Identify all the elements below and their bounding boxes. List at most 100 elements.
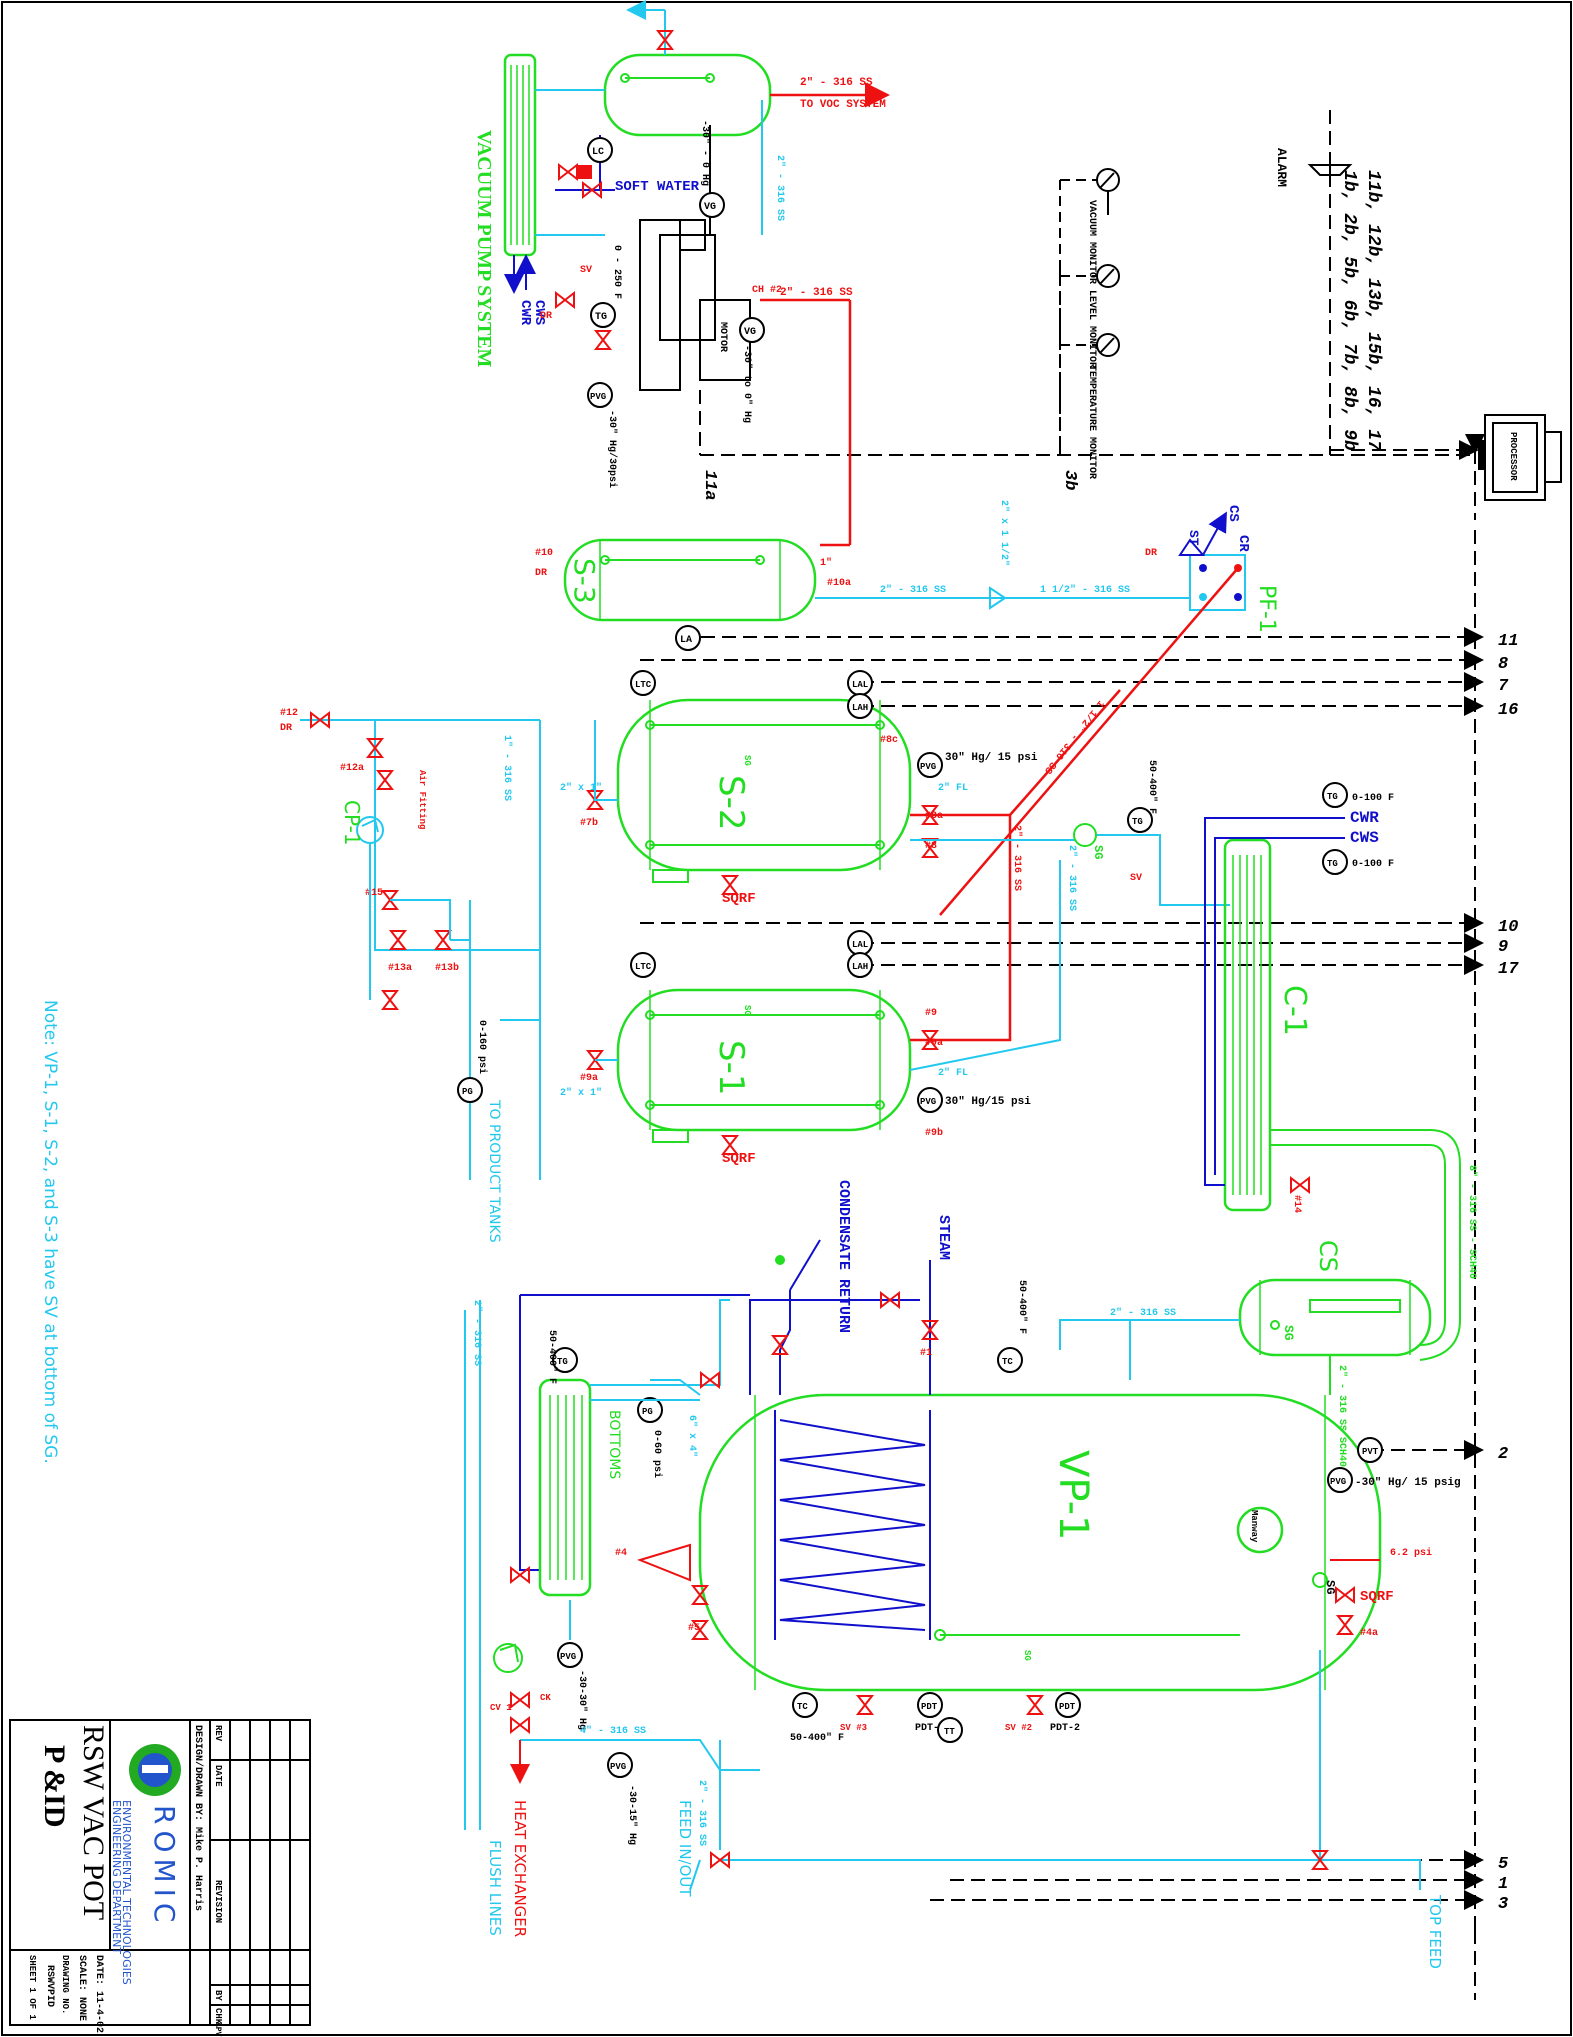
pvg-30-range: -30" Hg/30psi — [606, 410, 618, 488]
vp1-sight-glass — [1312, 1572, 1328, 1588]
steam-trap — [1178, 538, 1206, 556]
tb-chk: CHK — [213, 2008, 223, 2025]
s1-sg-label: SG — [742, 1005, 752, 1016]
signal-17: 17 — [1498, 960, 1519, 979]
drawing-title-1: RSW VAC POT — [77, 1725, 110, 1920]
vac-sv-tag: SV — [580, 265, 592, 276]
cs-pf-label: CS — [1225, 505, 1241, 522]
pipe-2in-feed: 2" - 316 SS — [696, 1780, 708, 1846]
alarm-list-1: 1b, 2b, 5b, 6b, 7b, 8b, 9b — [1339, 170, 1359, 451]
voc-separator-vessel — [603, 53, 772, 137]
vp1-tc-top: TC — [997, 1347, 1023, 1373]
separator-s2: S-2 — [616, 698, 912, 883]
s1-reducer-label: 2" x 1" — [560, 1087, 602, 1099]
tc-50400-top: 50-400" F — [1016, 1280, 1028, 1334]
valve-14[interactable] — [1290, 1177, 1310, 1193]
ck-tag: CK — [540, 1693, 551, 1703]
svg-text:CS: CS — [1314, 1240, 1342, 1272]
svg-text:TG: TG — [595, 312, 607, 323]
valve-10a-tag: #10a — [827, 578, 851, 589]
signal-11a: 11a — [700, 470, 719, 501]
vacuum-cooler — [503, 53, 537, 257]
tg-s2-in: TG — [1127, 807, 1153, 833]
reducer-2x1-5-label: 2" x 1 1/2" — [998, 500, 1010, 566]
svg-text:LAH: LAH — [852, 962, 868, 972]
valve-13a[interactable] — [390, 930, 406, 950]
vp1-sqrf-valve[interactable] — [1335, 1587, 1355, 1603]
pg-0160-range: 0-160 psi — [476, 1020, 488, 1074]
svg-text:PG: PG — [462, 1087, 473, 1097]
svg-text:LA: LA — [680, 635, 692, 646]
valve-9a-tag: #9a — [580, 1073, 598, 1084]
vp1-pvt: PVT — [1357, 1437, 1383, 1463]
signal-1: 1 — [1498, 1875, 1508, 1894]
vac-dr-tag: DR — [540, 311, 552, 322]
svg-text:LAL: LAL — [852, 940, 868, 950]
vp1-pvg: PVG — [1327, 1467, 1353, 1493]
signal-3b: 3b — [1060, 470, 1079, 490]
hx-valve-b[interactable] — [510, 1717, 530, 1733]
s1-ltc: LTC — [630, 952, 656, 978]
valve-drain-low[interactable] — [382, 990, 398, 1010]
vacuum-gauge-30to0: VG — [739, 317, 765, 343]
tb-drawing-no-label: DRAWING NO. — [60, 1955, 70, 2014]
steam-label: STEAM — [935, 1215, 952, 1260]
vac-drain-valve[interactable] — [555, 292, 575, 308]
tg-0250-range: 0 - 250 F — [611, 245, 622, 299]
svg-text:S-1: S-1 — [711, 1040, 751, 1095]
vac-sv-valve[interactable] — [595, 330, 611, 350]
temp-gauge-vac: TG — [590, 302, 616, 328]
s1-lah: LAH — [847, 952, 873, 978]
sv-3[interactable] — [857, 1695, 873, 1715]
c1-sv-tag: SV — [1130, 873, 1142, 884]
vacuum-pot-vp1: VP-1 — [698, 1393, 1382, 1692]
note-text: Note: VP-1, S-1, S-2, and S-3 have SV at… — [40, 1000, 60, 1464]
pipe-1in-s3: 1" — [820, 557, 832, 569]
pipe-1in-316ss: 1" - 316 SS — [501, 735, 513, 801]
valve-13a-tag: #13a — [388, 963, 412, 974]
valve-13b[interactable] — [435, 930, 451, 950]
valve-7b-tag: #7b — [580, 817, 598, 829]
cp1-label: CP-1 — [340, 800, 364, 846]
svg-text:LAL: LAL — [852, 680, 868, 690]
vacuum-pump-skid: MOTOR — [639, 219, 751, 391]
separator-s3: S-3 — [563, 538, 817, 622]
motor-label: MOTOR — [717, 322, 728, 352]
signal-3: 3 — [1498, 1895, 1508, 1914]
tb-sheet: SHEET 1 OF 1 — [27, 1955, 37, 2020]
vac-cwr-label: CWR — [517, 300, 533, 326]
valve-4a[interactable] — [1337, 1615, 1353, 1635]
bottoms-outlet-valve[interactable] — [636, 1543, 691, 1582]
vp1-sg-tag: SG — [1323, 1580, 1337, 1594]
s1-pvg: PVG — [917, 1087, 943, 1113]
svg-text:S-3: S-3 — [568, 558, 601, 604]
pipe-4in-316ss: 4" - 316 SS — [580, 1725, 646, 1737]
c1-cws-label: CWS — [1350, 829, 1379, 847]
svg-text:PDT: PDT — [921, 1702, 938, 1712]
valve-8a-tag: #8a — [925, 811, 943, 822]
svg-text:Manway: Manway — [1249, 1510, 1259, 1543]
signal-10: 10 — [1498, 918, 1518, 937]
feed-in-out-label: FEED IN/OUT — [676, 1800, 694, 1897]
signal-5: 5 — [1498, 1855, 1508, 1874]
pipe-2in-316ss-s3: 2" - 316 SS — [780, 287, 853, 299]
tb-date-value: DATE: 11-4-02 — [93, 1955, 104, 2033]
hx-valve-a[interactable] — [510, 1692, 530, 1708]
svg-text:PG: PG — [642, 1407, 653, 1417]
level-controller: LC — [587, 137, 613, 163]
sv-2[interactable] — [1027, 1695, 1043, 1715]
condensate-trap-icon — [775, 1255, 785, 1265]
valve-5-tag: #5 — [688, 1623, 700, 1634]
condensate-return-label: CONDENSATE RETURN — [835, 1180, 852, 1333]
air-fitting-valve[interactable] — [377, 770, 393, 790]
soft-water-valve[interactable] — [558, 164, 578, 180]
svg-text:LTC: LTC — [635, 680, 652, 690]
valve-12-tag: #12 — [280, 708, 298, 719]
s2-sqrf-label: SQRF — [722, 891, 756, 907]
valve-9a-s1-tag: #9a — [925, 1038, 943, 1049]
pf-dr-tag: DR — [1145, 548, 1157, 559]
vp1-sqrf-label: SQRF — [1360, 1589, 1394, 1605]
pdt1-label: PDT-1 — [915, 1723, 945, 1734]
pipe-2in-cs: 2" - 316 SS — [1110, 1307, 1176, 1319]
pipe-2in-s2: 2" - 316 SS — [1011, 825, 1023, 891]
